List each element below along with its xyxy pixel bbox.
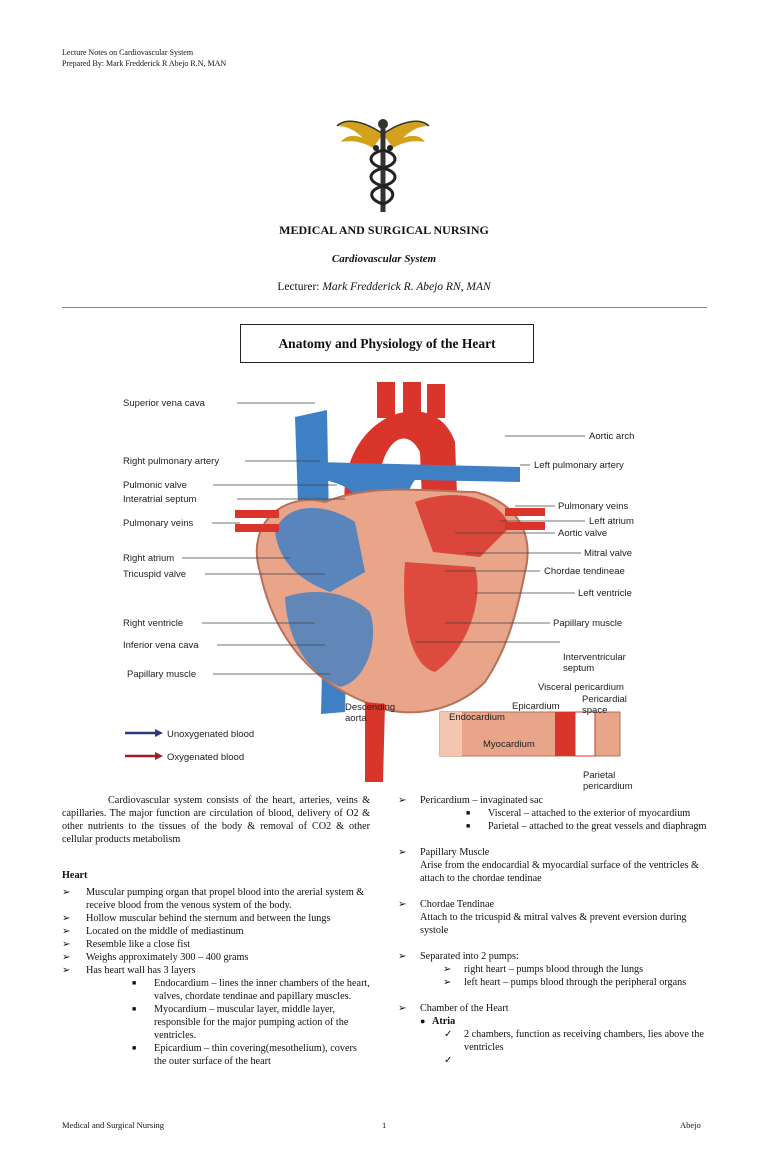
footer-left: Medical and Surgical Nursing	[62, 1120, 165, 1130]
document-subtitle: Cardiovascular System	[331, 253, 437, 265]
arrow-bullet-icon: ➢	[62, 952, 71, 963]
square-bullet-icon: ■	[466, 809, 471, 817]
list-item: ➢Resemble like a close fist	[62, 939, 191, 950]
lecturer-name: Mark Fredderick R. Abejo RN, MAN	[322, 281, 491, 293]
label-parietal: Parietal	[583, 770, 615, 781]
section-title: Anatomy and Physiology of the Heart	[278, 335, 496, 351]
check-icon: ✓	[444, 1029, 453, 1040]
list-item: ➢Separated into 2 pumps:	[398, 951, 519, 962]
label-pulmonic-valve: Pulmonic valve	[123, 480, 187, 491]
list-item: ➢Has heart wall has 3 layers	[62, 965, 196, 976]
label-mitral-valve: Mitral valve	[584, 548, 632, 559]
label-pericardium: pericardium	[583, 781, 633, 792]
list-item: ✓2 chambers, function as receiving chamb…	[444, 1029, 704, 1053]
label-papillary-muscle-left: Papillary muscle	[127, 669, 196, 680]
label-pericardial: Pericardial	[582, 694, 627, 705]
legend-unoxygenated-label: Unoxygenated blood	[167, 729, 254, 740]
label-interatrial-septum: Interatrial septum	[123, 494, 196, 505]
footer-right: Abejo	[680, 1120, 701, 1130]
list-item: ➢Weighs approximately 300 – 400 grams	[62, 952, 249, 963]
legend-oxygenated-label: Oxygenated blood	[167, 752, 244, 763]
list-item: ➢Hollow muscular behind the sternum and …	[62, 913, 331, 924]
arrow-bullet-icon: ➢	[62, 926, 71, 937]
list-item: ■Epicardium – thin covering(mesothelium)…	[132, 1043, 357, 1067]
label-right-pulmonary-artery: Right pulmonary artery	[123, 456, 219, 467]
left-column: Cardiovascular system consists of the he…	[62, 794, 370, 1068]
label-papillary-muscle-right: Papillary muscle	[553, 618, 622, 629]
arrow-bullet-icon: ➢	[398, 899, 407, 910]
label-chordae-tendineae: Chordae tendineae	[544, 566, 625, 577]
list-item: ■Myocardium – muscular layer, middle lay…	[132, 1004, 349, 1041]
heart-heading: Heart	[62, 870, 88, 881]
arrow-bullet-icon: ➢	[398, 951, 407, 962]
intro-paragraph: Cardiovascular system consists of the he…	[62, 795, 370, 845]
label-descending: Descending	[345, 702, 395, 713]
list-item: ➢Located on the middle of mediastinum	[62, 926, 244, 937]
label-aorta: aorta	[345, 713, 367, 724]
footer-page-number: 1	[382, 1120, 387, 1130]
document-header: Lecture Notes on Cardiovascular System P…	[62, 47, 226, 69]
lecturer-line: Lecturer: Mark Fredderick R. Abejo RN, M…	[258, 281, 510, 293]
list-item: ➢Chamber of the Heart	[398, 1003, 509, 1014]
label-aortic-arch: Aortic arch	[589, 431, 634, 442]
label-septum: septum	[563, 663, 594, 674]
document-title: MEDICAL AND SURGICAL NURSING	[279, 223, 489, 237]
heart-diagram: Superior vena cava Right pulmonary arter…	[123, 382, 634, 792]
label-myocardium: Myocardium	[483, 739, 535, 750]
label-aortic-valve: Aortic valve	[558, 528, 607, 539]
list-item: ➢Pericardium – invaginated sac	[398, 795, 544, 806]
right-column: ➢Pericardium – invaginated sac ■Visceral…	[398, 794, 716, 1066]
arrow-bullet-icon: ➢	[62, 887, 71, 898]
header-line-1: Lecture Notes on Cardiovascular System	[62, 48, 194, 57]
label-endocardium: Endocardium	[449, 712, 505, 723]
horizontal-rule	[62, 307, 707, 308]
list-item: ➢Muscular pumping organ that propel bloo…	[62, 887, 365, 911]
arrow-bullet-icon: ➢	[62, 939, 71, 950]
label-left-ventricle: Left ventricle	[578, 588, 632, 599]
label-epicardium: Epicardium	[512, 701, 560, 712]
label-pulmonary-veins-left: Pulmonary veins	[123, 518, 193, 529]
arrow-bullet-icon: ➢	[398, 1003, 407, 1014]
square-bullet-icon: ■	[132, 979, 137, 987]
square-bullet-icon: ■	[132, 1044, 137, 1052]
arrow-bullet-icon: ➢	[398, 795, 407, 806]
section-title-box: Anatomy and Physiology of the Heart	[240, 324, 534, 363]
caduceus-logo	[336, 119, 430, 212]
label-space: space	[582, 705, 607, 716]
label-right-ventricle: Right ventricle	[123, 618, 183, 629]
arrow-bullet-icon: ➢	[398, 847, 407, 858]
list-item: ●Atria	[420, 1016, 456, 1027]
label-superior-vena-cava: Superior vena cava	[123, 398, 206, 409]
label-left-atrium: Left atrium	[589, 516, 634, 527]
label-visceral-pericardium: Visceral pericardium	[538, 682, 624, 693]
label-tricuspid-valve: Tricuspid valve	[123, 569, 186, 580]
check-icon: ✓	[444, 1055, 453, 1066]
arrow-bullet-icon: ➢	[443, 977, 452, 988]
list-item: ■Parietal – attached to the great vessel…	[466, 821, 707, 832]
arrow-bullet-icon: ➢	[443, 964, 452, 975]
label-pulmonary-veins-right: Pulmonary veins	[558, 501, 628, 512]
list-item: ■Endocardium – lines the inner chambers …	[132, 978, 370, 1002]
dot-bullet-icon: ●	[420, 1016, 426, 1026]
header-line-2: Prepared By: Mark Fredderick R Abejo R.N…	[62, 59, 227, 68]
list-item: ➢right heart – pumps blood through the l…	[443, 964, 644, 975]
list-item: ➢left heart – pumps blood through the pe…	[443, 977, 687, 988]
lecturer-label: Lecturer:	[277, 281, 320, 293]
label-left-pulmonary-artery: Left pulmonary artery	[534, 460, 624, 471]
arrow-bullet-icon: ➢	[62, 965, 71, 976]
square-bullet-icon: ■	[132, 1005, 137, 1013]
arrow-bullet-icon: ➢	[62, 913, 71, 924]
label-interventricular: Interventricular	[563, 652, 626, 663]
list-item: ■Visceral – attached to the exterior of …	[466, 808, 691, 819]
label-inferior-vena-cava: Inferior vena cava	[123, 640, 199, 651]
square-bullet-icon: ■	[466, 822, 471, 830]
label-right-atrium: Right atrium	[123, 553, 174, 564]
